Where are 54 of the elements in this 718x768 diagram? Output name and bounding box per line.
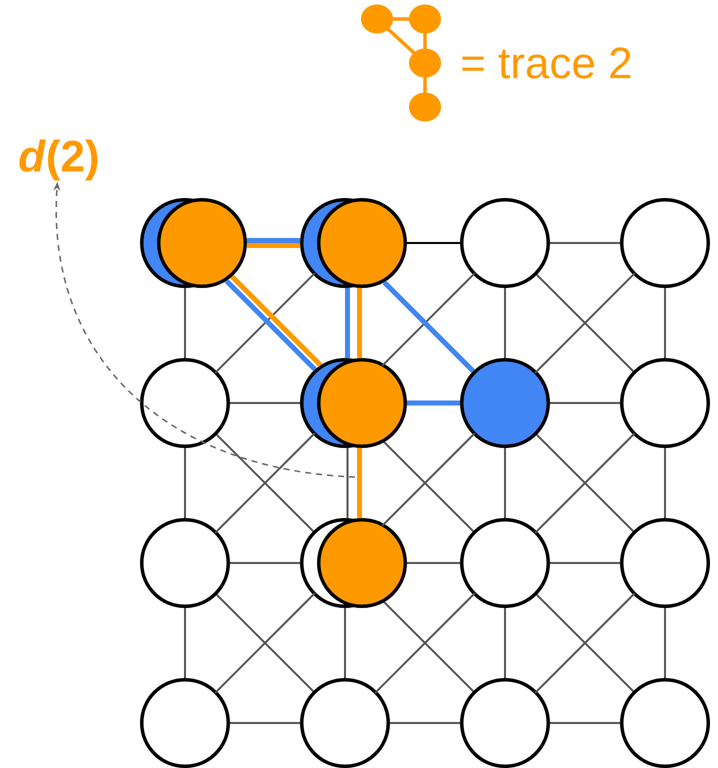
circle-node xyxy=(620,358,710,448)
connector-line xyxy=(504,608,506,678)
connector-line xyxy=(357,288,362,358)
connector-line xyxy=(184,448,186,518)
connector-line xyxy=(357,448,362,518)
circle-node xyxy=(140,518,230,608)
connector-line xyxy=(504,448,506,518)
circle-node xyxy=(460,518,550,608)
connector-line xyxy=(184,608,186,678)
circle-node xyxy=(620,198,710,288)
circle-node xyxy=(460,358,550,448)
connector-line xyxy=(384,442,474,532)
connector-line xyxy=(664,448,666,518)
connector-line xyxy=(230,562,300,564)
stacked-circles xyxy=(300,198,407,288)
connector-line xyxy=(346,448,348,518)
connector-line xyxy=(374,592,476,694)
connector-line xyxy=(382,432,476,526)
connector-line xyxy=(224,279,317,372)
connector-line xyxy=(384,602,474,692)
connector-line xyxy=(550,242,620,244)
connector-line xyxy=(390,722,460,724)
connector-line xyxy=(407,562,460,564)
circle-node xyxy=(140,358,230,448)
connector-line xyxy=(504,288,506,358)
connector-line xyxy=(230,722,300,724)
circle-node xyxy=(300,678,390,768)
connector-line xyxy=(664,608,666,678)
connector-line xyxy=(230,274,322,367)
circle-node xyxy=(620,678,710,768)
legend-text: = trace 2 xyxy=(462,47,630,79)
stacked-circles xyxy=(300,518,407,608)
circle-node xyxy=(620,518,710,608)
stacked-circles xyxy=(140,198,247,288)
connector-line xyxy=(184,288,186,358)
connector-line xyxy=(664,288,666,358)
stacked-circles xyxy=(300,358,407,448)
connector-line xyxy=(344,608,346,678)
distance-label: d(2) xyxy=(19,140,98,180)
connector-line xyxy=(407,400,460,406)
connector-line xyxy=(550,402,620,404)
circle-node xyxy=(460,198,550,288)
connector-line xyxy=(550,562,620,564)
connector-line xyxy=(246,238,300,243)
connector-line xyxy=(382,280,475,373)
circle-node xyxy=(460,678,550,768)
connector-line xyxy=(382,272,476,366)
connector-line xyxy=(550,722,620,724)
connector-line xyxy=(345,288,350,358)
connector-line xyxy=(230,402,300,404)
circle-node xyxy=(140,678,230,768)
connector-line xyxy=(214,272,316,374)
connector-line xyxy=(407,242,460,244)
connector-line xyxy=(246,243,300,248)
